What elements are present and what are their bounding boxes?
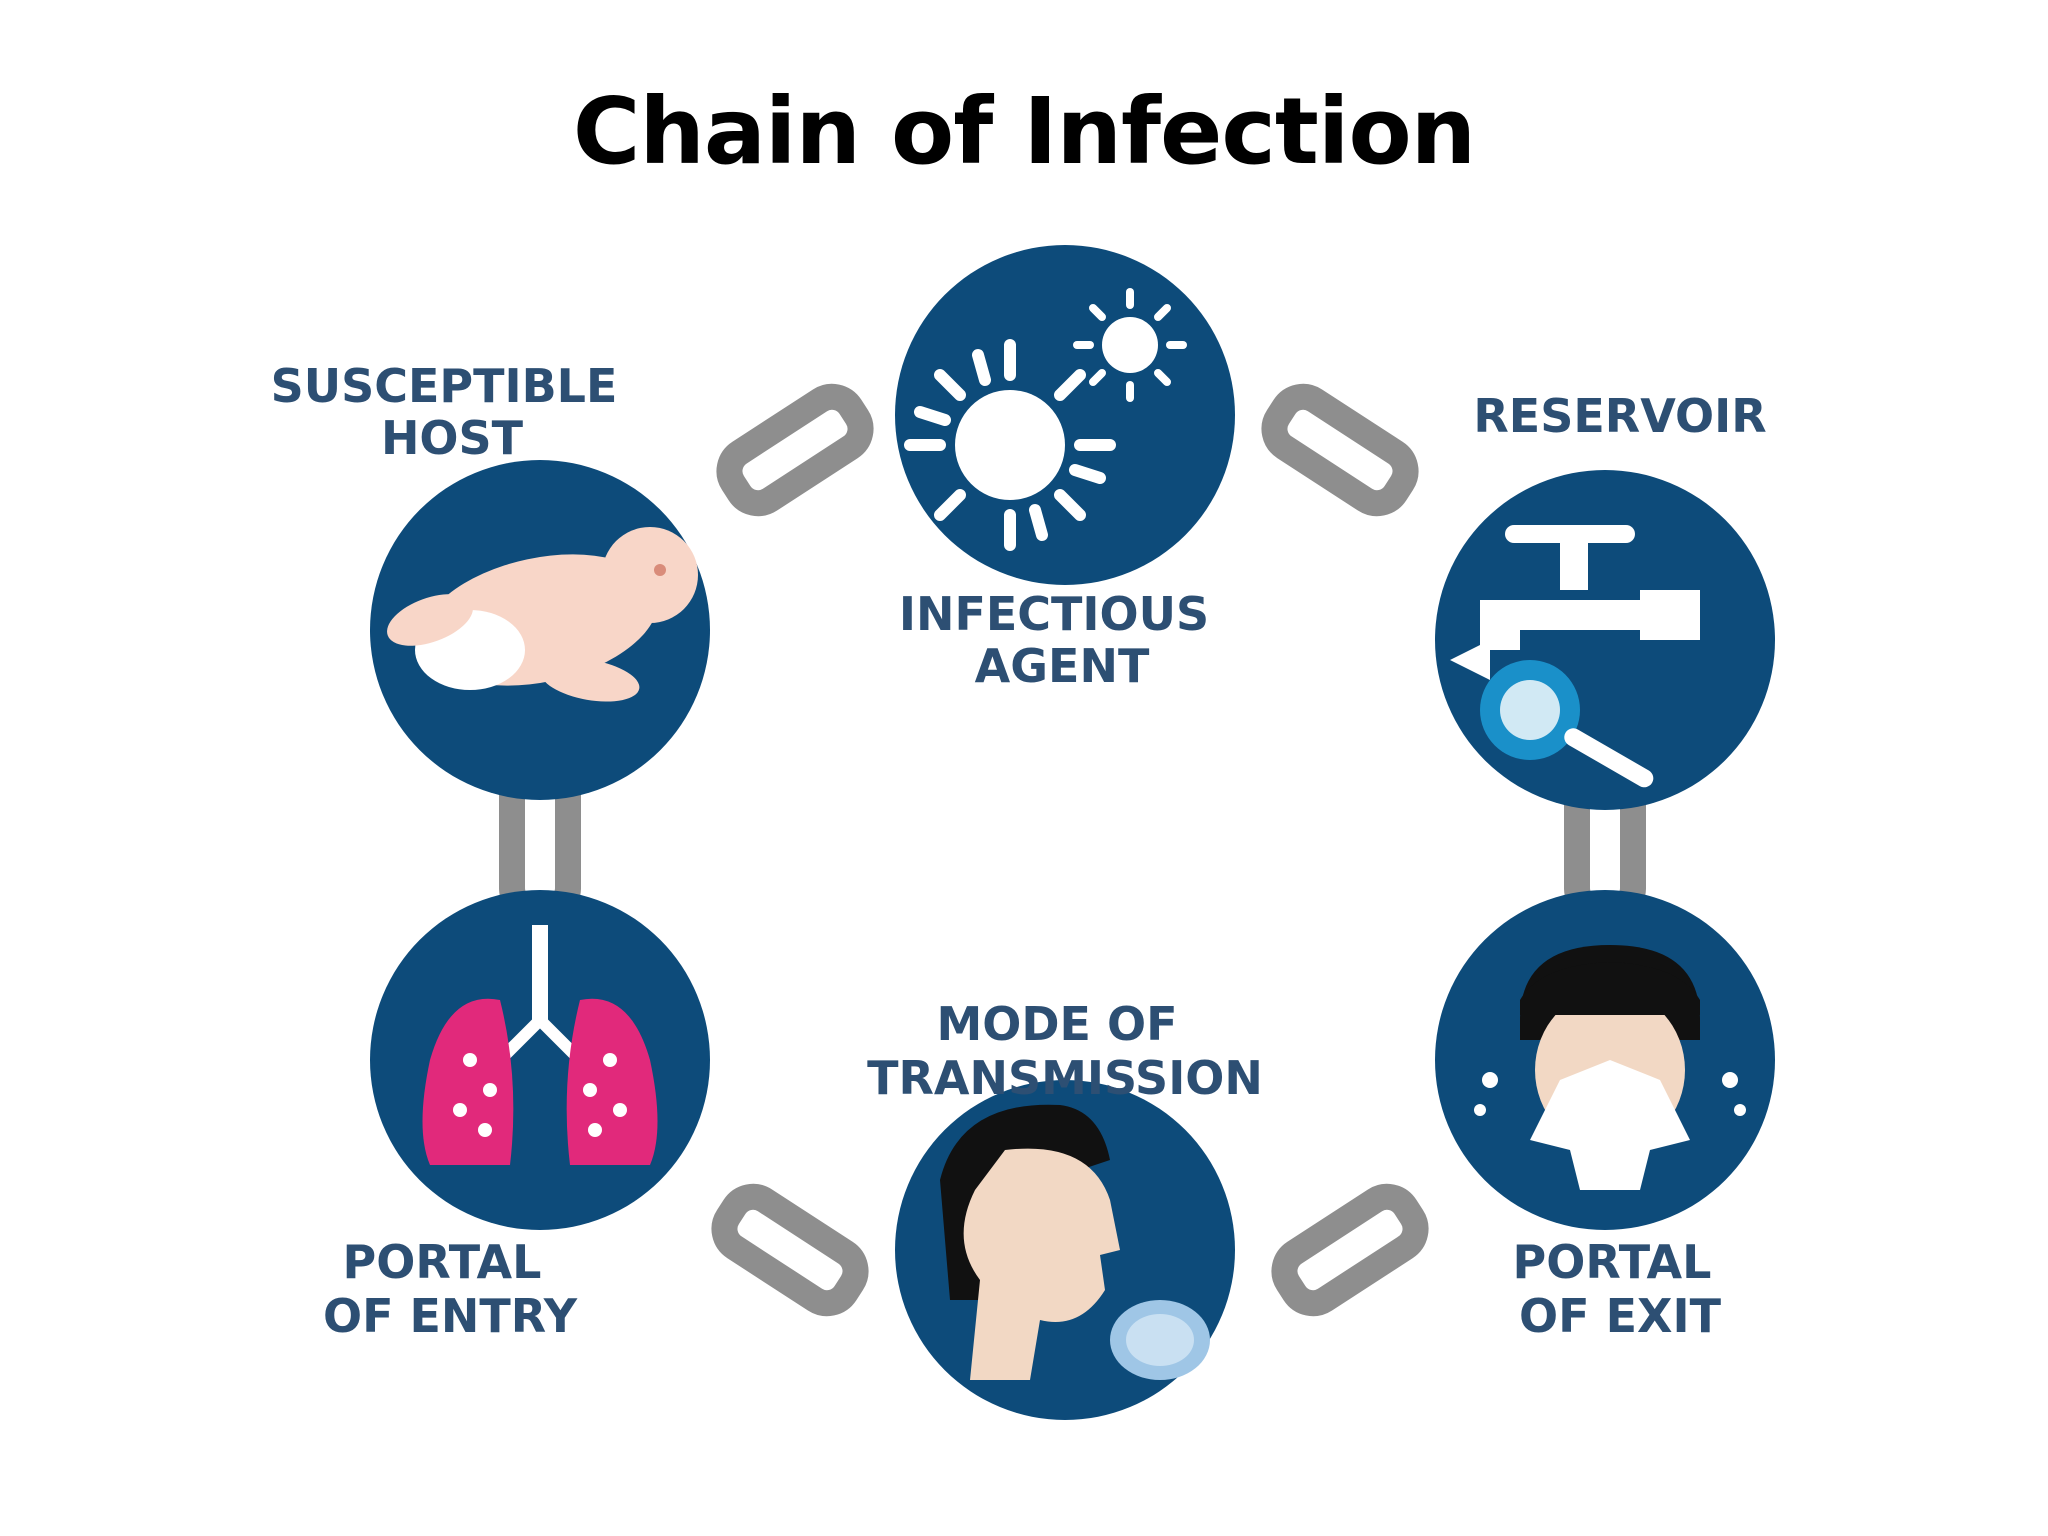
coughing-person-icon	[940, 1104, 1210, 1380]
chain-link-exit-transmission	[1271, 1183, 1429, 1317]
label-susceptible-host: SUSCEPTIBLE HOST	[271, 359, 634, 465]
node-reservoir	[1435, 470, 1775, 810]
chain-link-agent-host	[716, 383, 874, 517]
lungs-icon	[422, 925, 658, 1165]
node-portal-of-exit	[1435, 890, 1775, 1230]
node-portal-of-entry	[370, 890, 710, 1230]
label-infectious-agent: INFECTIOUS AGENT	[899, 587, 1225, 693]
faucet-icon	[1450, 525, 1700, 788]
labels: INFECTIOUS AGENT RESERVOIR PORTAL OF EXI…	[271, 359, 1767, 1343]
label-portal-of-entry: PORTAL OF ENTRY	[323, 1235, 578, 1343]
node-mode-of-transmission	[895, 1080, 1235, 1420]
label-mode-of-transmission: MODE OF TRANSMISSION	[867, 997, 1263, 1105]
page-title: Chain of Infection	[572, 78, 1476, 185]
label-reservoir: RESERVOIR	[1473, 389, 1766, 443]
chain-link-entry-transmission	[711, 1183, 869, 1317]
label-portal-of-exit: PORTAL OF EXIT	[1513, 1235, 1728, 1343]
node-susceptible-host	[370, 460, 710, 800]
node-infectious-agent	[895, 245, 1235, 585]
baby-icon	[387, 527, 698, 702]
virus-icon	[904, 288, 1187, 551]
sneezing-person-icon	[1474, 945, 1746, 1190]
chain-link-agent-reservoir	[1261, 383, 1419, 517]
